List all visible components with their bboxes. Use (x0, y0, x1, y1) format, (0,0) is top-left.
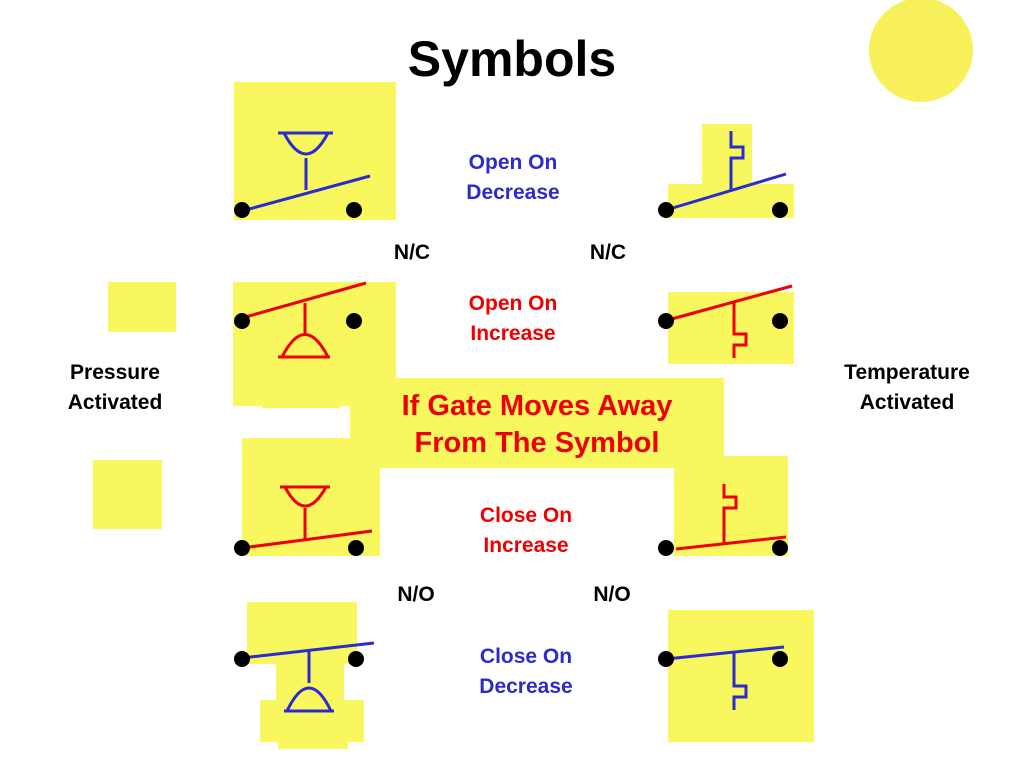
patch-left-square-1 (108, 282, 176, 332)
thermal-element-symbol (732, 302, 748, 358)
terminal (234, 313, 250, 329)
label-line: Decrease (479, 675, 573, 699)
terminal (658, 202, 674, 218)
terminal (772, 313, 788, 329)
label-open-on-decrease: Open On Decrease (433, 148, 593, 209)
highlight-patches (93, 82, 814, 749)
switch-blade (665, 645, 785, 661)
label-close-on-decrease: Close On Decrease (446, 642, 606, 703)
patch-pressure-no2-4 (278, 735, 348, 749)
pressure-switch-close-on-increase (241, 485, 373, 550)
page-title: Symbols (407, 31, 617, 87)
switch-blade (241, 174, 371, 213)
switch-blade (241, 641, 375, 660)
pressure-switch-open-on-decrease (241, 131, 371, 213)
thermal-element-symbol (722, 484, 738, 544)
pressure-dome-symbol (278, 333, 330, 359)
temp-switch-close-on-increase (675, 484, 787, 551)
gate-note-line: If Gate Moves Away (401, 390, 673, 422)
label-line: Close On (479, 645, 573, 668)
patch-temp-nc2 (674, 456, 788, 556)
temp-switch-open-on-decrease (665, 131, 787, 212)
terminal (234, 651, 250, 667)
switch-blade (665, 172, 787, 212)
terminal (348, 651, 364, 667)
label-line: Increase (470, 322, 556, 346)
patch-pressure-no2-1 (247, 602, 357, 664)
label-no-left: N/O (397, 583, 435, 606)
label-line: Temperature (844, 361, 970, 384)
label-line: Open On (468, 292, 558, 315)
label-open-on-increase: Open On Increase (433, 289, 593, 350)
patch-pressure-no-2 (262, 390, 340, 408)
label-pressure-activated: Pressure Activated (40, 358, 190, 419)
terminal (658, 651, 674, 667)
label-line: Activated (859, 391, 955, 415)
label-nc-left: N/C (393, 241, 431, 264)
pressure-switch-open-on-increase (241, 281, 367, 359)
label-line: Pressure (70, 361, 160, 384)
label-no-right: N/O (593, 583, 631, 606)
switch-blade (675, 535, 787, 551)
label-line: Increase (483, 534, 569, 558)
label-nc-right: N/C (589, 241, 627, 264)
terminal (772, 651, 788, 667)
terminal (658, 540, 674, 556)
switch-blade (241, 529, 373, 550)
terminal (348, 540, 364, 556)
terminal (772, 540, 788, 556)
terminal (658, 313, 674, 329)
patch-temp-no2 (668, 610, 814, 742)
thermal-element-symbol (732, 653, 748, 710)
label-line: Close On (479, 504, 573, 527)
pressure-cup-symbol (278, 131, 333, 156)
patch-left-square-2 (93, 460, 162, 529)
terminal (346, 202, 362, 218)
temp-switch-open-on-increase (667, 284, 793, 358)
label-line: Decrease (466, 181, 560, 205)
pressure-switch-close-on-decrease (241, 641, 375, 713)
decorative-circle (869, 0, 973, 102)
gate-note-box: If Gate Moves Away From The Symbol (350, 378, 724, 468)
thermal-element-symbol (729, 131, 745, 190)
pressure-cup-symbol (280, 485, 330, 508)
label-line: Activated (67, 391, 163, 415)
label-line: Open On (468, 151, 558, 174)
pressure-dome-symbol (284, 686, 334, 713)
label-temperature-activated: Temperature Activated (812, 358, 1002, 419)
terminal (772, 202, 788, 218)
temp-switch-close-on-decrease (665, 645, 785, 710)
terminal (234, 202, 250, 218)
terminal (346, 313, 362, 329)
gate-note-line: From The Symbol (414, 427, 660, 460)
switch-blade (667, 284, 793, 322)
terminal (234, 540, 250, 556)
switch-blade (241, 281, 367, 320)
label-close-on-increase: Close On Increase (446, 501, 606, 562)
